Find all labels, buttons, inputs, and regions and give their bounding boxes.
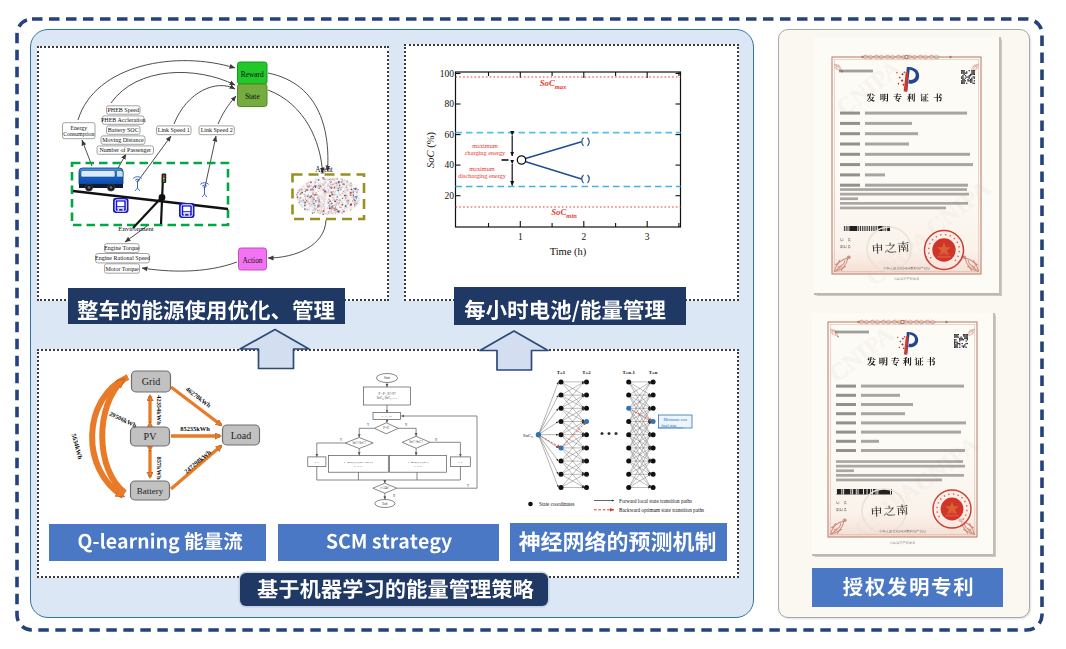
svg-text:CNIPA: CNIPA — [824, 320, 899, 387]
svg-text:CNIPA: CNIPA — [831, 54, 906, 121]
